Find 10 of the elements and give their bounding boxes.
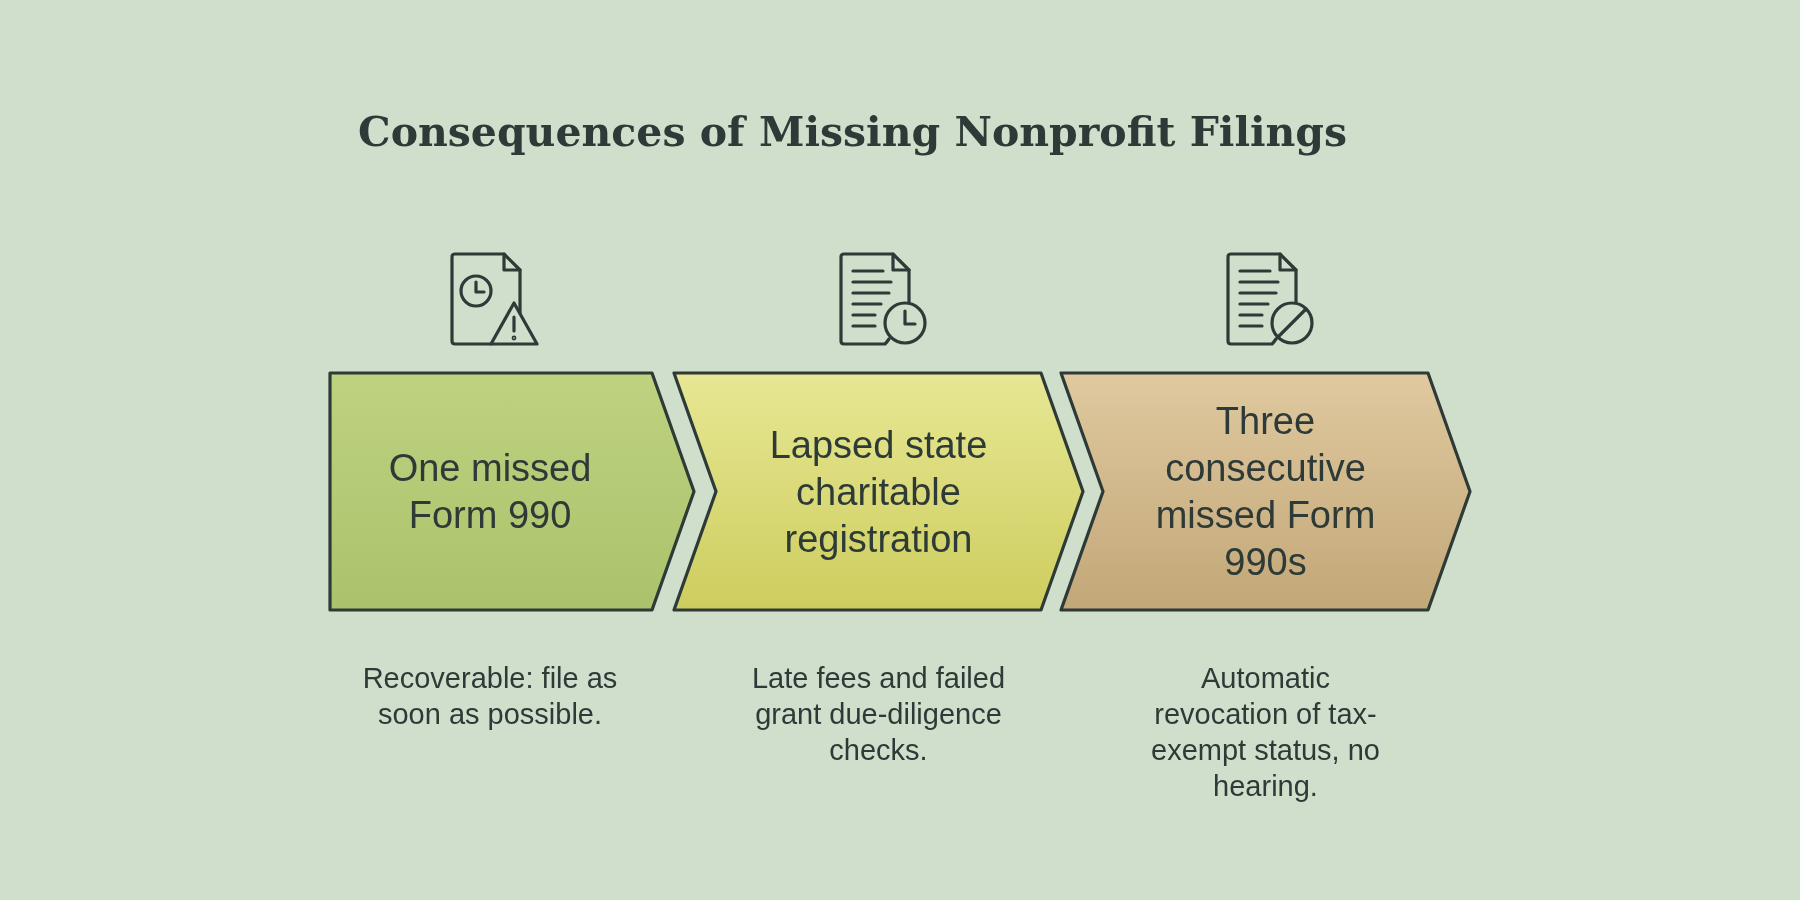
- step-caption: Automatic revocation of tax-exempt status, no hearing.: [1150, 661, 1381, 804]
- step-caption: Recoverable: file as soon as possible.: [361, 661, 619, 732]
- diagram-title: Consequences of Missing Nonprofit Filings: [358, 108, 1348, 156]
- step-label: One missed Form 990: [387, 445, 593, 538]
- step-label: Lapsed state charitable registration: [768, 422, 989, 562]
- chevron-step: [328, 371, 696, 612]
- chevron-step: [672, 371, 1085, 612]
- step-caption: Late fees and failed grant due-diligence checks.: [750, 661, 1007, 768]
- step-label: Three consecutive missed Form 990s: [1154, 398, 1377, 585]
- chevron-step: [1059, 371, 1472, 612]
